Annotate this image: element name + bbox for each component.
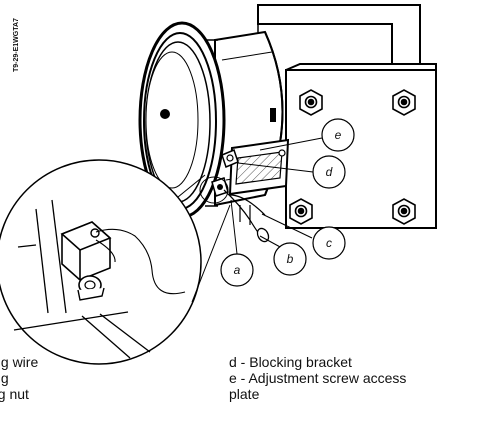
adjustment-plate xyxy=(228,138,290,196)
legend-left-line-2: ing xyxy=(0,370,9,386)
legend-right-line-3: plate xyxy=(229,386,260,402)
callout-d: d xyxy=(237,155,346,189)
bolt-top-right xyxy=(392,89,416,116)
callout-e-label: e xyxy=(335,128,342,142)
detail-inset xyxy=(0,159,231,365)
callout-c-label: c xyxy=(326,236,332,250)
callout-b: b xyxy=(259,235,307,276)
callout-c: c xyxy=(261,213,346,260)
legend-right-line-2: e - Adjustment screw access xyxy=(229,370,407,386)
diaphragm-casing xyxy=(138,21,226,219)
bolt-top-left xyxy=(299,89,323,116)
callout-a-label: a xyxy=(234,263,241,277)
legend-right-line-1: d - Blocking bracket xyxy=(229,354,352,370)
figure-code: T9-29-E1WGTA7 xyxy=(13,18,20,72)
blocking-bracket xyxy=(221,148,239,169)
callout-d-label: d xyxy=(326,165,333,179)
valve-body xyxy=(257,4,437,229)
bolt-bottom-right xyxy=(392,198,416,225)
lead-seal xyxy=(256,227,270,243)
callout-b-label: b xyxy=(287,252,294,266)
bolt-bottom-left xyxy=(289,198,313,225)
callout-e: e xyxy=(259,118,355,152)
legend-left-line-3: ng nut xyxy=(0,386,29,402)
legend-left-line-1: ing wire xyxy=(0,354,39,370)
callout-a: a xyxy=(220,199,254,287)
